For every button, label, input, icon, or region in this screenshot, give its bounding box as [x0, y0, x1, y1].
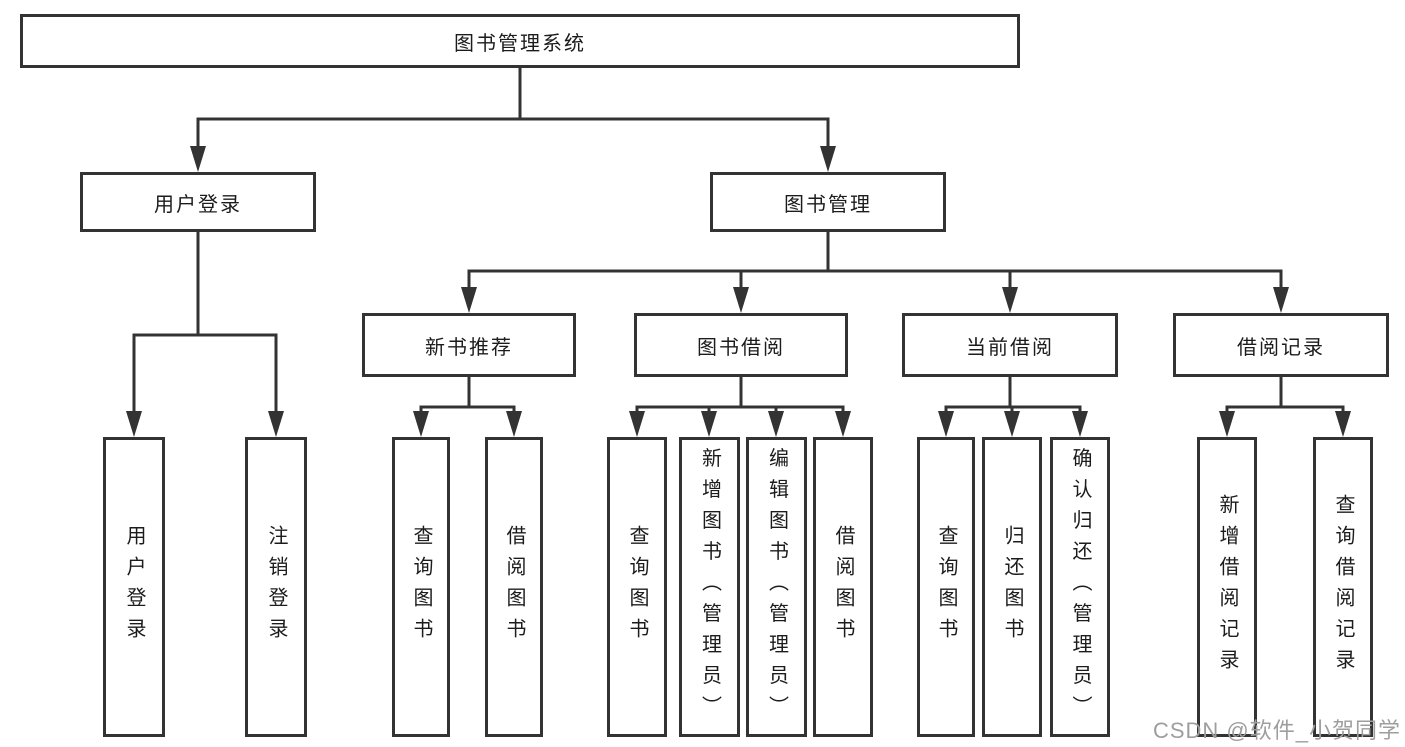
- node-new-book-recommend: 新书推荐: [362, 313, 576, 377]
- node-label: 确认归还（管理员）: [1069, 447, 1091, 727]
- node-label: 查询借阅记录: [1332, 494, 1354, 680]
- node-label: 借阅图书: [832, 525, 854, 649]
- leaf-query-books-borrow: 查询图书: [607, 437, 667, 737]
- arrow-down-icon: [938, 411, 954, 437]
- node-book-borrowing: 图书借阅: [634, 313, 848, 377]
- node-label: 新书推荐: [425, 336, 513, 359]
- arrow-down-icon: [629, 411, 645, 437]
- leaf-return-books: 归还图书: [982, 437, 1042, 737]
- arrow-down-icon: [820, 146, 836, 172]
- arrow-down-icon: [1002, 287, 1018, 313]
- node-root-library-system: 图书管理系统: [20, 14, 1020, 68]
- node-label: 查询图书: [410, 525, 432, 649]
- leaf-edit-book-admin: 编辑图书（管理员）: [746, 437, 807, 737]
- node-label: 当前借阅: [966, 336, 1054, 359]
- leaf-query-books-recommend: 查询图书: [392, 437, 450, 737]
- arrow-down-icon: [1335, 411, 1351, 437]
- arrow-down-icon: [1273, 287, 1289, 313]
- node-label: 注销登录: [265, 525, 287, 649]
- arrow-down-icon: [1072, 411, 1088, 437]
- arrow-down-icon: [768, 411, 784, 437]
- csdn-watermark: CSDN @软件_小贺同学: [1152, 718, 1401, 743]
- arrow-down-icon: [701, 411, 717, 437]
- node-user-login: 用户登录: [80, 172, 316, 232]
- node-label: 新增图书（管理员）: [698, 447, 721, 727]
- arrow-down-icon: [506, 411, 522, 437]
- node-label: 新增借阅记录: [1216, 494, 1238, 680]
- node-borrowing-records: 借阅记录: [1173, 313, 1389, 377]
- arrow-down-icon: [835, 411, 851, 437]
- arrow-down-icon: [1004, 411, 1020, 437]
- arrow-down-icon: [190, 146, 206, 172]
- leaf-user-login: 用户登录: [103, 437, 165, 737]
- arrow-down-icon: [268, 411, 284, 437]
- node-label: 编辑图书（管理员）: [765, 447, 788, 727]
- leaf-confirm-return-admin: 确认归还（管理员）: [1050, 437, 1110, 737]
- leaf-query-borrow-record: 查询借阅记录: [1313, 437, 1373, 737]
- leaf-add-borrow-record: 新增借阅记录: [1197, 437, 1257, 737]
- leaf-borrow-books: 借阅图书: [813, 437, 873, 737]
- node-label: 用户登录: [154, 193, 242, 216]
- node-current-borrowing: 当前借阅: [902, 313, 1118, 377]
- arrow-down-icon: [1219, 411, 1235, 437]
- node-label: 查询图书: [626, 525, 648, 649]
- node-label: 查询图书: [935, 525, 957, 649]
- node-label: 图书借阅: [697, 336, 785, 359]
- node-book-management: 图书管理: [710, 172, 946, 232]
- arrow-down-icon: [413, 411, 429, 437]
- arrow-down-icon: [461, 287, 477, 313]
- leaf-add-book-admin: 新增图书（管理员）: [679, 437, 740, 737]
- node-label: 借阅图书: [503, 525, 525, 649]
- arrow-down-icon: [126, 411, 142, 437]
- node-label: 用户登录: [123, 525, 145, 649]
- leaf-query-books-current: 查询图书: [917, 437, 975, 737]
- node-label: 归还图书: [1001, 525, 1023, 649]
- node-label: 借阅记录: [1237, 336, 1325, 359]
- arrow-down-icon: [733, 287, 749, 313]
- arrowheads: [126, 146, 1351, 437]
- leaf-borrow-books-recommend: 借阅图书: [485, 437, 543, 737]
- node-label: 图书管理系统: [454, 32, 586, 55]
- node-label: 图书管理: [784, 193, 872, 216]
- leaf-logout: 注销登录: [245, 437, 307, 737]
